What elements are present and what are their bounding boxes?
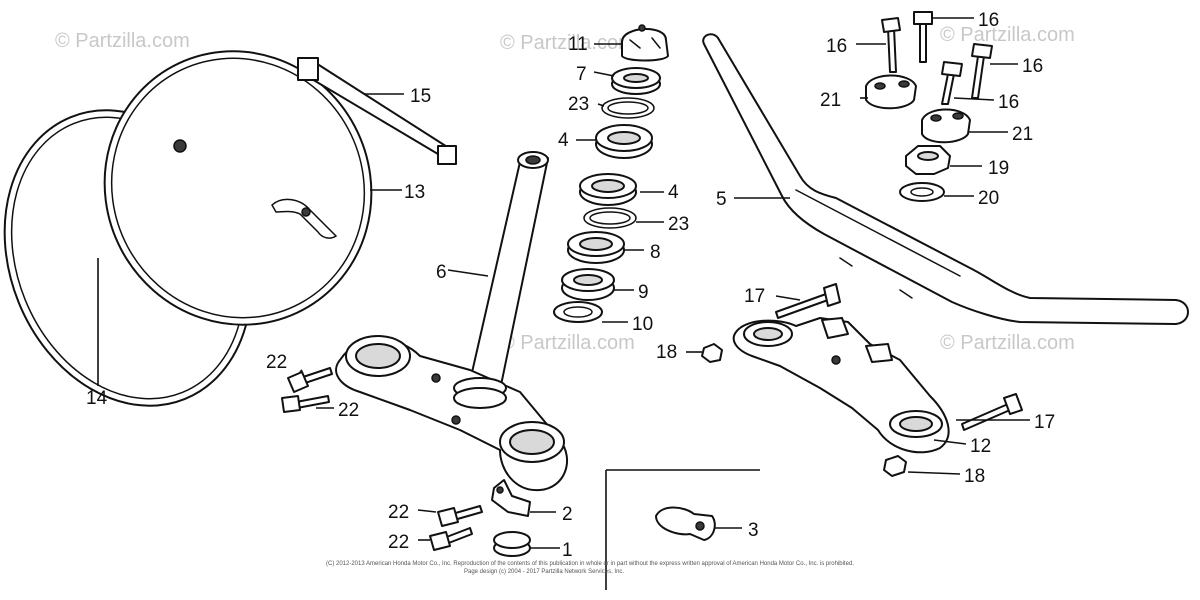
callout-18-upper: 18 bbox=[656, 342, 677, 363]
callout-16-a: 16 bbox=[826, 36, 847, 57]
part-11-steering-stem-nut bbox=[621, 24, 669, 62]
callout-21-left: 21 bbox=[820, 90, 841, 111]
part-21-holder-upper-right bbox=[921, 108, 971, 144]
watermark-top-left: © Partzilla.com bbox=[55, 30, 190, 52]
callout-5: 5 bbox=[716, 189, 727, 210]
part-2-cable-clamp bbox=[491, 479, 531, 517]
callout-21-right: 21 bbox=[1012, 124, 1033, 145]
callout-23-upper: 23 bbox=[568, 94, 589, 115]
part-19-stem-nut bbox=[905, 145, 951, 175]
callout-16-d: 16 bbox=[998, 92, 1019, 113]
callout-4-upper: 4 bbox=[558, 130, 569, 151]
part-8-ball-race bbox=[567, 231, 625, 264]
watermark-middle: © Partzilla.com bbox=[500, 332, 635, 354]
part-16-bolt-a bbox=[881, 17, 901, 73]
callout-18-lower: 18 bbox=[964, 466, 985, 487]
part-16-bolt-c bbox=[971, 43, 993, 99]
part-21-holder-upper-left bbox=[865, 74, 917, 110]
watermark-top-center: © Partzilla.com bbox=[500, 32, 635, 54]
callout-13: 13 bbox=[404, 182, 425, 203]
part-3-guide-clip bbox=[655, 506, 716, 541]
part-1-collar bbox=[493, 531, 531, 557]
part-18-nut-lower bbox=[883, 455, 907, 477]
part-18-nut-upper bbox=[701, 343, 723, 363]
callout-22-upper: 22 bbox=[266, 352, 287, 373]
part-22-bolt-lower-b bbox=[429, 527, 473, 551]
callout-16-c: 16 bbox=[1022, 56, 1043, 77]
part-17-pinch-bolt-upper bbox=[775, 283, 841, 319]
section-divider bbox=[605, 469, 760, 590]
callout-10: 10 bbox=[632, 314, 653, 335]
part-23-steel-balls-upper bbox=[601, 97, 655, 119]
callout-7: 7 bbox=[576, 64, 587, 85]
part-13-disc-plate bbox=[103, 50, 373, 326]
part-22-bolt-upper bbox=[287, 367, 333, 393]
part-6-steering-stem bbox=[335, 151, 569, 492]
callout-22-lower-b: 22 bbox=[388, 532, 409, 553]
callout-2: 2 bbox=[562, 504, 573, 525]
callout-4-lower: 4 bbox=[668, 182, 679, 203]
callout-17-upper: 17 bbox=[744, 286, 765, 307]
callout-12: 12 bbox=[970, 436, 991, 457]
callout-3: 3 bbox=[748, 520, 759, 541]
callout-23-lower: 23 bbox=[668, 214, 689, 235]
callout-22-middle: 22 bbox=[338, 400, 359, 421]
callout-labels: 11 7 23 4 4 23 8 9 10 15 13 14 6 5 17 18… bbox=[86, 10, 1055, 561]
part-22-bolt-middle bbox=[281, 395, 330, 413]
callout-22-lower-a: 22 bbox=[388, 502, 409, 523]
watermark-top-right: © Partzilla.com bbox=[940, 24, 1075, 46]
part-23-steel-balls-lower bbox=[583, 207, 637, 229]
callout-19: 19 bbox=[988, 158, 1009, 179]
part-7-adjusting-nut bbox=[611, 67, 661, 95]
callout-11: 11 bbox=[568, 34, 588, 55]
watermark-middle-right: © Partzilla.com bbox=[940, 332, 1075, 354]
callout-1: 1 bbox=[562, 540, 573, 561]
part-16-bolt-d bbox=[941, 61, 963, 105]
callout-20: 20 bbox=[978, 188, 999, 209]
callout-6: 6 bbox=[436, 262, 447, 283]
callout-9: 9 bbox=[638, 282, 649, 303]
part-22-bolt-lower-a bbox=[437, 505, 483, 527]
part-10-washer bbox=[553, 301, 603, 323]
callout-17-lower: 17 bbox=[1034, 412, 1055, 433]
part-9-dust-seal bbox=[561, 268, 615, 301]
callout-8: 8 bbox=[650, 242, 661, 263]
part-4-ball-race-lower bbox=[579, 173, 637, 206]
part-20-washer bbox=[899, 182, 945, 202]
part-15-strap bbox=[297, 57, 457, 165]
part-4-ball-race-upper bbox=[595, 124, 653, 159]
copyright-line-2: Page design (c) 2004 - 2017 Partzilla Ne… bbox=[464, 569, 625, 575]
part-12-fork-top-bridge bbox=[732, 317, 950, 454]
callout-14: 14 bbox=[86, 388, 108, 409]
copyright-line-1: (C) 2012-2013 American Honda Motor Co., … bbox=[326, 561, 854, 567]
leader-lines bbox=[97, 17, 1030, 549]
part-16-bolt-b bbox=[913, 11, 933, 63]
callout-16-b: 16 bbox=[978, 10, 999, 31]
part-17-pinch-bolt-lower bbox=[961, 393, 1023, 431]
part-5-handlebar bbox=[702, 33, 1189, 325]
callout-15: 15 bbox=[410, 86, 431, 107]
